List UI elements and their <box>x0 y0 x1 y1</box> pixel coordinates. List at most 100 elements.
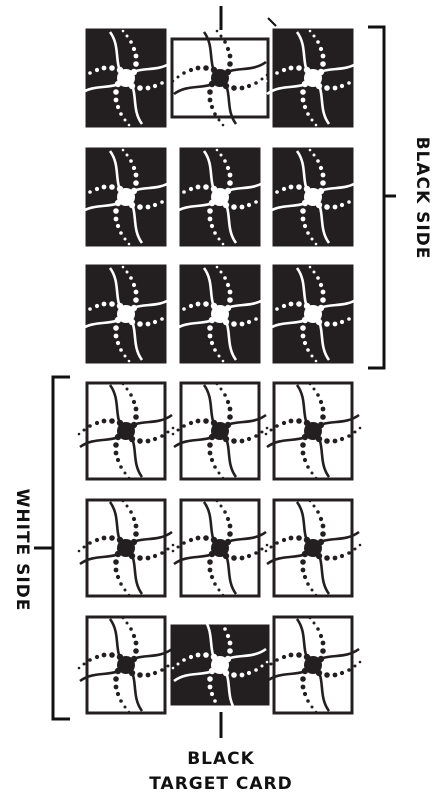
pinwheel-dot <box>261 314 264 317</box>
pinwheel-dot <box>226 517 230 521</box>
pinwheel-dot <box>109 418 115 424</box>
pinwheel-dot <box>216 266 219 269</box>
pinwheel-dot <box>320 297 326 303</box>
pinwheel-dot <box>324 555 330 561</box>
pinwheel-dot <box>254 551 258 555</box>
pinwheel-dot <box>275 424 279 428</box>
pinwheel-dot <box>203 184 209 190</box>
pinwheel-dot <box>300 676 306 682</box>
pinwheel-center <box>117 305 135 323</box>
pinwheel-dot <box>359 661 362 664</box>
pinwheel-dot <box>300 89 306 95</box>
pinwheel-dot <box>119 112 123 116</box>
pinwheel-dot <box>228 290 233 295</box>
top-pointer-tick <box>268 18 276 26</box>
pinwheel-dot <box>347 551 351 555</box>
pinwheel-dot <box>88 190 92 194</box>
card-r2-c1 <box>78 149 175 246</box>
pinwheel-dot <box>213 112 217 116</box>
pinwheel-dot <box>319 47 323 51</box>
pinwheel-dot <box>196 66 201 71</box>
pinwheel-dot <box>210 458 214 462</box>
pinwheel-dot <box>340 554 344 558</box>
pinwheel-dot <box>321 173 326 178</box>
pinwheel-dot <box>359 193 362 196</box>
pinwheel-dot <box>354 665 357 668</box>
card-r3-c2 <box>172 266 269 363</box>
pinwheel-dot <box>315 477 318 480</box>
pinwheel-center <box>117 422 135 440</box>
pinwheel-dot <box>220 505 223 508</box>
pinwheel-dot <box>137 204 143 210</box>
pinwheel-dot <box>218 706 221 709</box>
pinwheel-dot <box>126 505 129 508</box>
pinwheel-dot <box>333 322 338 327</box>
pinwheel-dot <box>223 510 227 514</box>
pinwheel-dot <box>132 47 136 51</box>
pinwheel-dot <box>116 341 120 345</box>
pinwheel-dot <box>289 302 294 307</box>
pinwheel-dot <box>282 187 286 191</box>
pinwheel-dot <box>309 266 312 269</box>
pinwheel-dot <box>122 30 125 33</box>
pinwheel-dot <box>270 312 273 315</box>
pinwheel-dot <box>265 80 268 83</box>
pinwheel-dot <box>189 538 193 542</box>
pinwheel-dot <box>306 699 310 703</box>
pinwheel-dot <box>83 663 86 666</box>
pinwheel-dot <box>265 199 268 202</box>
pinwheel-dot <box>134 641 139 646</box>
pinwheel-dot <box>208 334 213 339</box>
pinwheel-dot <box>153 320 157 324</box>
pinwheel-dot <box>227 648 233 654</box>
pinwheel-dot <box>300 325 306 331</box>
pinwheel-dot <box>124 706 127 709</box>
pinwheel-dot <box>114 568 119 573</box>
pinwheel-dot <box>223 627 227 631</box>
pinwheel-dot <box>223 276 227 280</box>
pinwheel-dot <box>222 124 225 127</box>
pinwheel-dot <box>213 582 217 586</box>
pinwheel-dot <box>208 685 213 690</box>
pinwheel-dot <box>316 276 320 280</box>
pinwheel-dot <box>114 685 119 690</box>
pinwheel-dot <box>254 200 258 204</box>
pinwheel-dot <box>270 663 273 666</box>
pinwheel-dot <box>177 546 180 549</box>
pinwheel-dot <box>126 388 129 391</box>
pinwheel-dot <box>78 667 81 670</box>
pinwheel-dot <box>189 421 193 425</box>
pinwheel-dot <box>146 439 151 444</box>
pinwheel-dot <box>83 429 86 432</box>
pinwheel-dot <box>313 388 316 391</box>
pinwheel-center <box>304 188 322 206</box>
pinwheel-dot <box>303 692 307 696</box>
pinwheel-dot <box>320 414 326 420</box>
pinwheel-dot <box>218 472 221 475</box>
pinwheel-dot <box>113 208 119 214</box>
pinwheel-dot <box>114 217 119 222</box>
pinwheel-dot <box>95 538 99 542</box>
pinwheel-dot <box>207 442 213 448</box>
pinwheel-dot <box>282 655 286 659</box>
pinwheel-dot <box>207 325 213 331</box>
pinwheel-dot <box>222 594 225 597</box>
pinwheel-dot <box>134 290 139 295</box>
pinwheel-center <box>304 656 322 674</box>
pinwheel-dot <box>160 200 164 204</box>
pinwheel-dot <box>270 76 273 79</box>
pinwheel-dot <box>207 208 213 214</box>
pinwheel-dot <box>129 159 133 163</box>
pinwheel-dot <box>265 433 268 436</box>
pinwheel-dot <box>313 622 316 625</box>
pinwheel-dot <box>289 185 294 190</box>
pinwheel-dot <box>226 283 230 287</box>
pinwheel-dot <box>113 676 119 682</box>
pinwheel-dot <box>301 98 306 103</box>
pinwheel-dot <box>129 510 133 514</box>
pinwheel-dot <box>359 310 362 313</box>
pinwheel-dot <box>240 439 245 444</box>
pinwheel-dot <box>128 243 131 246</box>
pinwheel-dot <box>270 195 273 198</box>
pinwheel-dot <box>182 541 186 545</box>
